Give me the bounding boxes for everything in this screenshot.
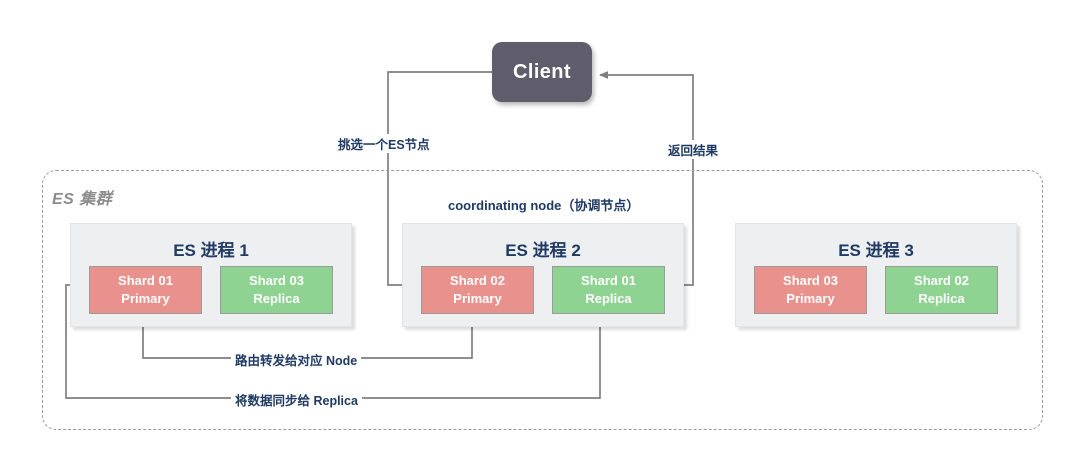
es-process-1[interactable]: ES 进程 1 Shard 01 Primary Shard 03 Replic… xyxy=(70,223,352,327)
shard-card-shard03-replica[interactable]: Shard 03 Replica xyxy=(220,266,333,314)
shard-card-shard03-primary[interactable]: Shard 03 Primary xyxy=(754,266,867,314)
es-process-3-title: ES 进程 3 xyxy=(838,241,914,260)
shard-role: Primary xyxy=(121,291,170,306)
shard-name: Shard 01 xyxy=(118,273,173,288)
shard-role: Replica xyxy=(253,291,300,306)
shard-role: Replica xyxy=(585,291,632,306)
es-process-3[interactable]: ES 进程 3 Shard 03 Primary Shard 02 Replic… xyxy=(735,223,1017,327)
edge-label-replicate: 将数据同步给 Replica xyxy=(231,390,362,409)
es-process-1-shards: Shard 01 Primary Shard 03 Replica xyxy=(71,266,351,314)
coordinating-node-label: coordinating node（协调节点） xyxy=(444,195,644,214)
es-process-3-shards: Shard 03 Primary Shard 02 Replica xyxy=(736,266,1016,314)
shard-role: Primary xyxy=(786,291,835,306)
edge-label-route: 路由转发给对应 Node xyxy=(231,350,362,369)
shard-name: Shard 01 xyxy=(581,273,636,288)
shard-name: Shard 03 xyxy=(783,273,838,288)
es-cluster-boundary xyxy=(42,170,1043,430)
client-label: Client xyxy=(513,60,571,83)
shard-name: Shard 02 xyxy=(914,273,969,288)
client-node[interactable]: Client xyxy=(492,42,592,102)
shard-role: Replica xyxy=(918,291,965,306)
edge-label-return-result: 返回结果 xyxy=(664,140,723,159)
shard-card-shard01-replica[interactable]: Shard 01 Replica xyxy=(552,266,665,314)
es-process-2-shards: Shard 02 Primary Shard 01 Replica xyxy=(403,266,683,314)
shard-card-shard02-primary[interactable]: Shard 02 Primary xyxy=(421,266,534,314)
shard-name: Shard 03 xyxy=(249,273,304,288)
es-process-2[interactable]: ES 进程 2 Shard 02 Primary Shard 01 Replic… xyxy=(402,223,684,327)
edge-label-pick-node: 挑选一个ES节点 xyxy=(334,134,434,153)
shard-name: Shard 02 xyxy=(450,273,505,288)
es-process-2-title: ES 进程 2 xyxy=(505,241,581,260)
shard-role: Primary xyxy=(453,291,502,306)
es-cluster-label: ES 集群 xyxy=(52,191,113,208)
shard-card-shard02-replica[interactable]: Shard 02 Replica xyxy=(885,266,998,314)
es-process-1-title: ES 进程 1 xyxy=(173,241,249,260)
shard-card-shard01-primary[interactable]: Shard 01 Primary xyxy=(89,266,202,314)
